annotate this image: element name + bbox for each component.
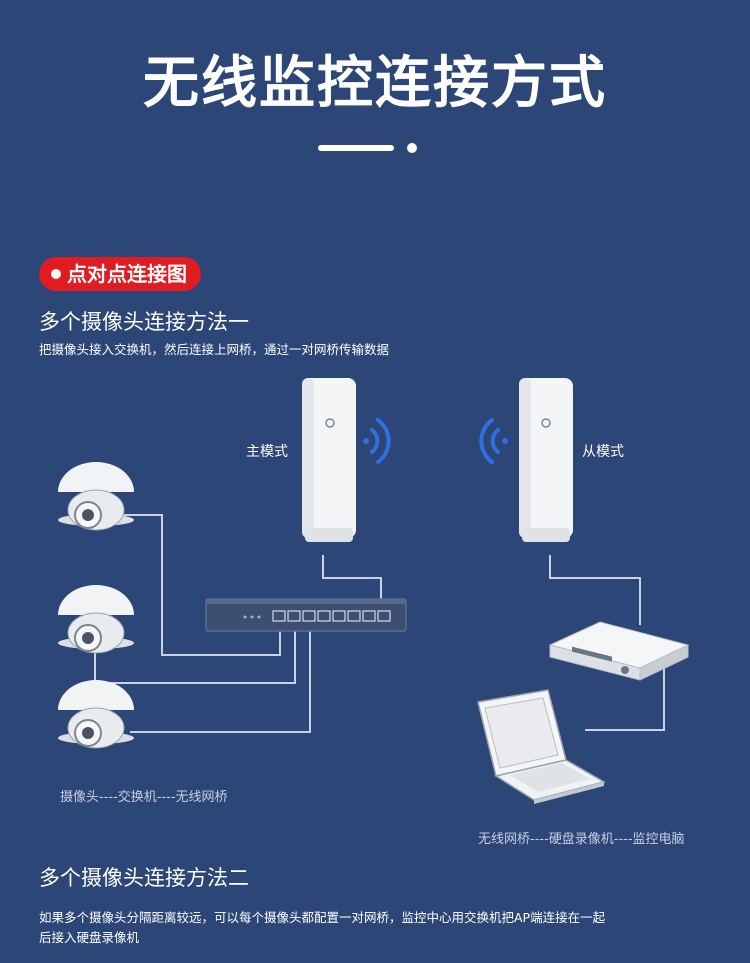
wireless-bridge-icon xyxy=(302,378,356,542)
method2-description: 如果多个摄像头分隔距离较远，可以每个摄像头都配置一对网桥，监控中心用交换机把AP… xyxy=(39,908,719,948)
title-dot xyxy=(407,143,417,153)
cable-slave-bridge xyxy=(549,555,641,625)
cable-camera-1 xyxy=(118,514,281,656)
cable-dvr-laptop xyxy=(585,660,665,731)
method2-description-line1: 如果多个摄像头分隔距离较远，可以每个摄像头都配置一对网桥，监控中心用交换机把AP… xyxy=(39,910,606,925)
camera-dome-icon xyxy=(58,680,134,749)
page-title: 无线监控连接方式 xyxy=(143,51,607,116)
title-underline xyxy=(318,145,394,151)
cable-camera-2 xyxy=(94,626,296,684)
laptop-icon xyxy=(477,689,606,804)
section-badge: 点对点连接图 xyxy=(39,257,201,291)
camera-dome-icon xyxy=(58,585,134,654)
badge-dot xyxy=(51,269,61,279)
left-diagram-caption: 摄像头----交换机----无线网桥 xyxy=(60,790,228,805)
wireless-bridge-icon xyxy=(519,378,573,542)
right-diagram-caption: 无线网桥----硬盘录像机----监控电脑 xyxy=(478,832,685,847)
method2-heading: 多个摄像头连接方法二 xyxy=(39,866,249,890)
network-switch-icon xyxy=(205,598,407,632)
cable-lines xyxy=(94,514,665,733)
cable-camera-3 xyxy=(130,626,311,733)
method2-description-line2: 后接入硬盘录像机 xyxy=(39,930,140,945)
camera-dome-icon xyxy=(58,462,134,531)
wifi-signal-icon xyxy=(479,418,508,464)
master-mode-label: 主模式 xyxy=(246,444,288,460)
cable-master-bridge xyxy=(322,555,382,607)
badge-label: 点对点连接图 xyxy=(67,262,187,286)
dvr-icon xyxy=(548,621,690,681)
slave-mode-label: 从模式 xyxy=(582,444,624,460)
method1-description: 把摄像头接入交换机，然后连接上网桥，通过一对网桥传输数据 xyxy=(39,342,390,357)
method1-heading: 多个摄像头连接方法一 xyxy=(39,310,249,334)
wifi-signal-icon xyxy=(363,418,391,464)
